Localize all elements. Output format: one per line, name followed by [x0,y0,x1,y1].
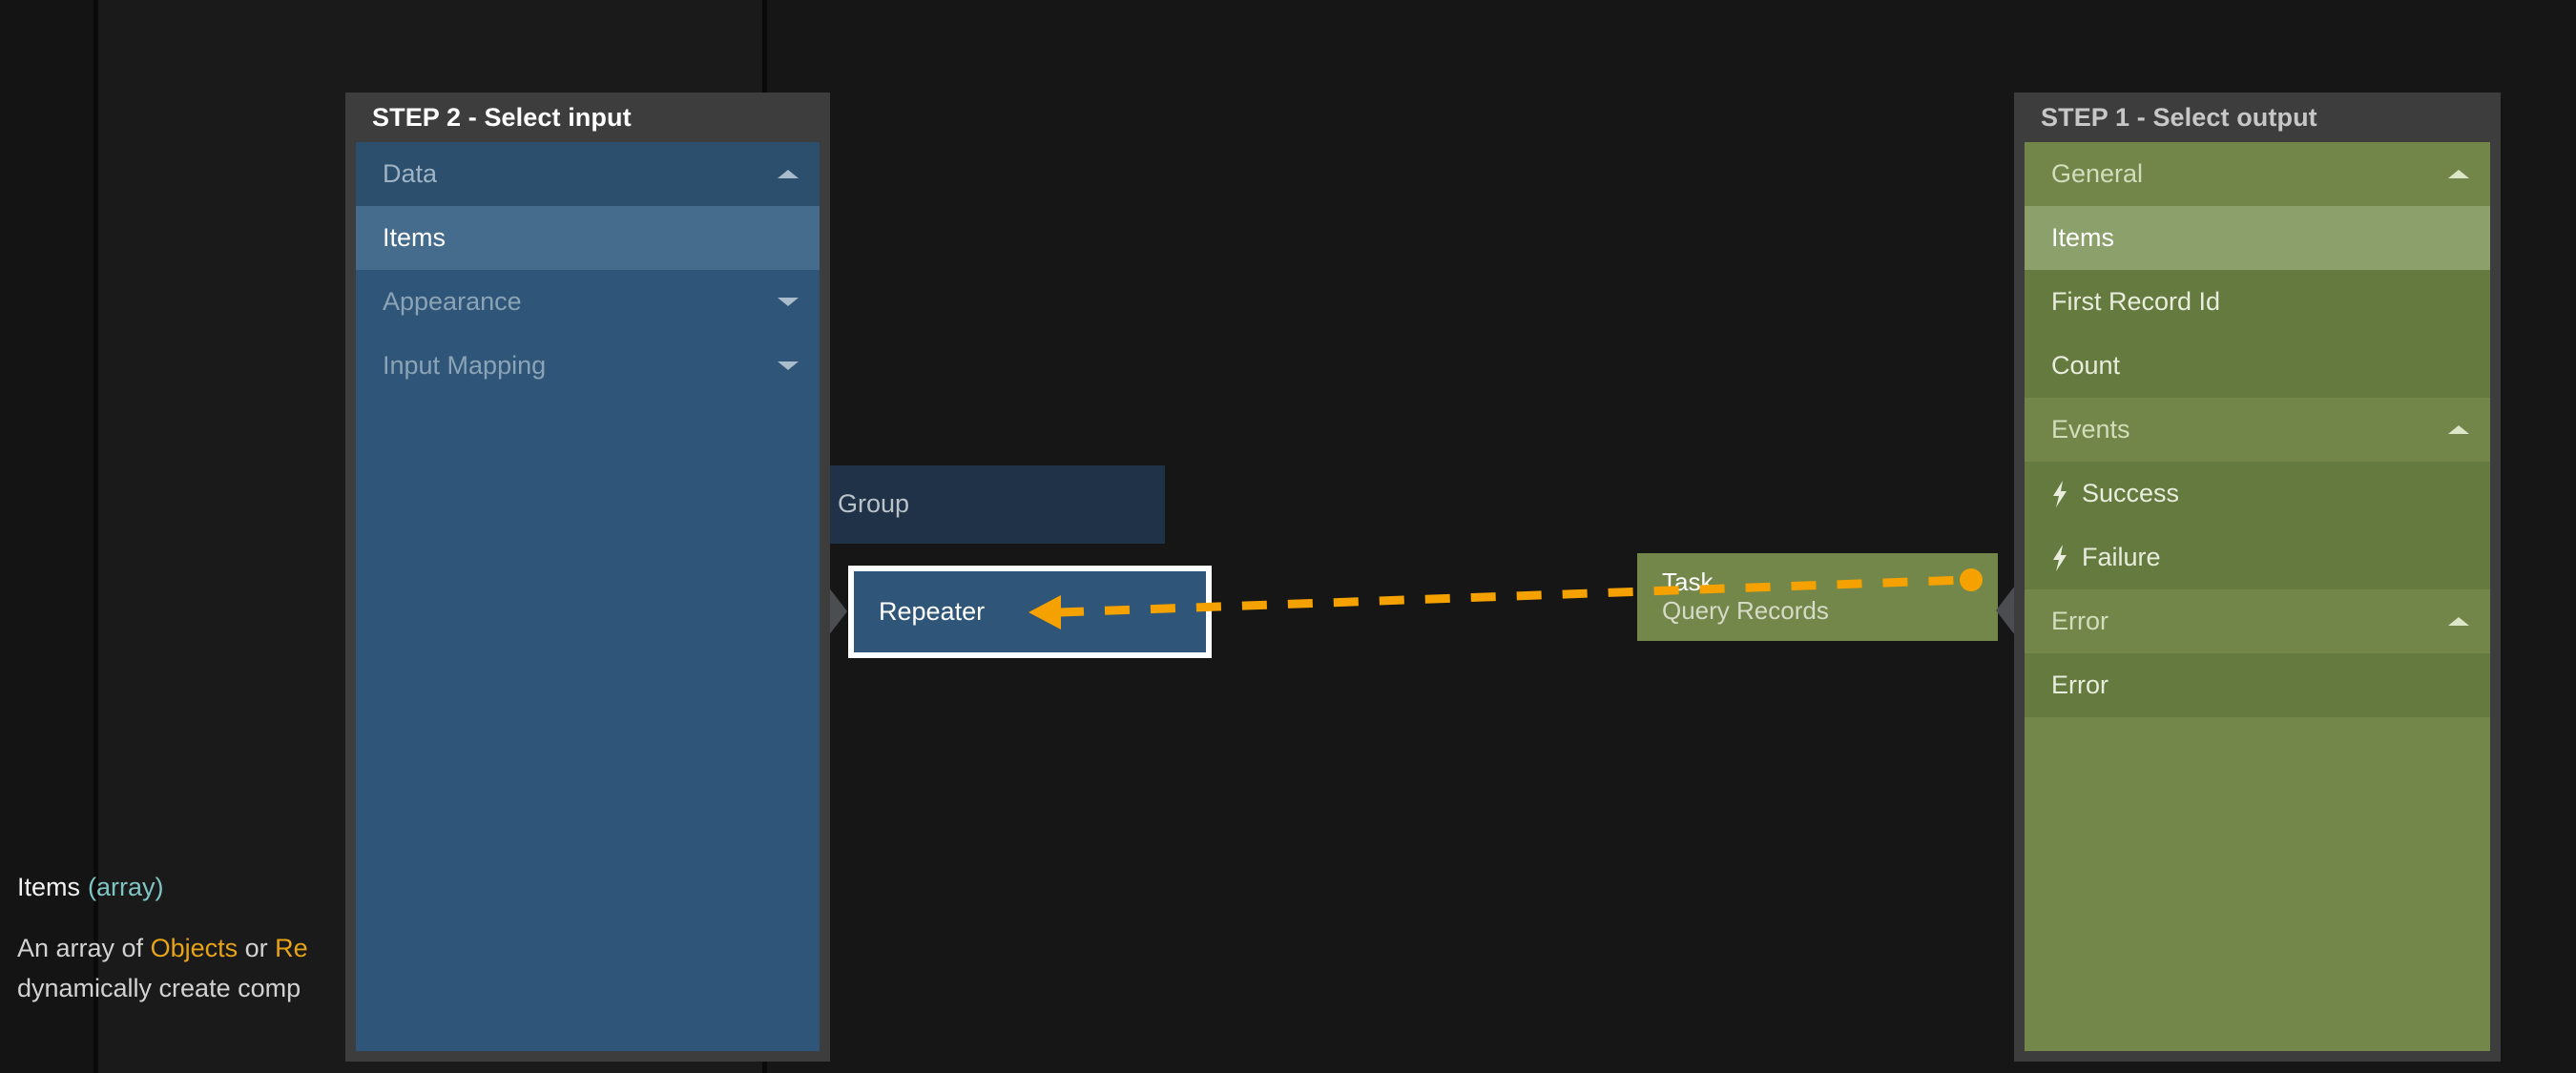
doc-body-text-1: An array of [17,934,151,962]
group-node-label: Group [838,489,910,519]
chevron-up-icon[interactable] [778,170,799,178]
doc-tooltip-body: An array of Objects or Re dynamically cre… [17,929,399,1009]
repeater-node-label: Repeater [879,596,986,626]
input-item-items[interactable]: Items [356,206,820,270]
output-item-label-error: Error [2051,671,2109,699]
input-section-header-input-mapping[interactable]: Input Mapping [356,334,820,398]
task-node-sublabel: Query Records [1662,596,1829,625]
doc-body-text-2: or [238,934,276,962]
step1-panel-header: STEP 1 - Select output [2014,93,2501,142]
input-section-header-data[interactable]: Data [356,142,820,206]
canvas-node-repeater[interactable]: Repeater [848,566,1212,658]
doc-body-text-3: dynamically create comp [17,973,301,1002]
step2-panel-header: STEP 2 - Select input [345,93,830,142]
doc-tooltip-property-name: Items [17,873,81,901]
canvas-node-task[interactable]: Task Query Records [1637,553,1998,641]
step2-panel-body: Data Items Appearance Input Mapping [356,142,820,1051]
output-item-first-record-id[interactable]: First Record Id [2025,270,2490,334]
doc-body-link-records[interactable]: Re [275,934,308,962]
output-item-count[interactable]: Count [2025,334,2490,398]
doc-tooltip-title-line: Items(array) [17,873,742,902]
canvas-left-gutter [0,0,93,1073]
doc-tooltip: Items(array) An array of Objects or Re dy… [17,873,742,1009]
output-section-label-general: General [2051,159,2144,188]
output-panel-collapse-arrow-icon[interactable] [1996,586,2015,635]
output-item-label-success: Success [2082,479,2180,507]
step1-select-output-panel: STEP 1 - Select output General Items Fir… [2014,93,2501,1062]
step1-panel-body: General Items First Record Id Count Even… [2025,142,2490,1051]
canvas-divider-left [93,0,98,1073]
chevron-down-icon[interactable] [778,361,799,370]
task-node-label: Task [1662,567,1714,597]
step2-select-input-panel: STEP 2 - Select input Data Items Appeara… [345,93,830,1062]
bolt-icon [2051,480,2068,507]
input-section-label-data: Data [383,159,438,188]
output-item-label-items: Items [2051,223,2115,252]
output-section-header-general[interactable]: General [2025,142,2490,206]
output-item-success[interactable]: Success [2025,462,2490,526]
step1-panel-title: STEP 1 - Select output [2041,102,2317,132]
output-item-label-first-record-id: First Record Id [2051,287,2221,316]
step2-panel-title: STEP 2 - Select input [372,102,632,132]
output-item-items[interactable]: Items [2025,206,2490,270]
group-collapse-arrow-icon[interactable] [828,587,847,636]
output-section-header-error[interactable]: Error [2025,589,2490,653]
output-section-label-events: Events [2051,415,2130,444]
input-section-label-appearance: Appearance [383,287,522,316]
output-item-label-count: Count [2051,351,2121,380]
input-section-label-input-mapping: Input Mapping [383,351,547,380]
chevron-up-icon[interactable] [2448,170,2469,178]
chevron-up-icon[interactable] [2448,425,2469,434]
bolt-icon [2051,544,2068,571]
output-item-failure[interactable]: Failure [2025,526,2490,589]
input-item-label-items: Items [383,223,447,252]
output-section-label-error: Error [2051,607,2109,635]
doc-tooltip-property-type: (array) [88,873,164,901]
output-section-header-events[interactable]: Events [2025,398,2490,462]
chevron-up-icon[interactable] [2448,617,2469,626]
output-item-error[interactable]: Error [2025,653,2490,717]
input-section-header-appearance[interactable]: Appearance [356,270,820,334]
doc-body-link-objects[interactable]: Objects [150,934,239,962]
chevron-down-icon[interactable] [778,298,799,306]
output-item-label-failure: Failure [2082,543,2161,571]
canvas-node-group[interactable]: Group [828,465,1165,544]
